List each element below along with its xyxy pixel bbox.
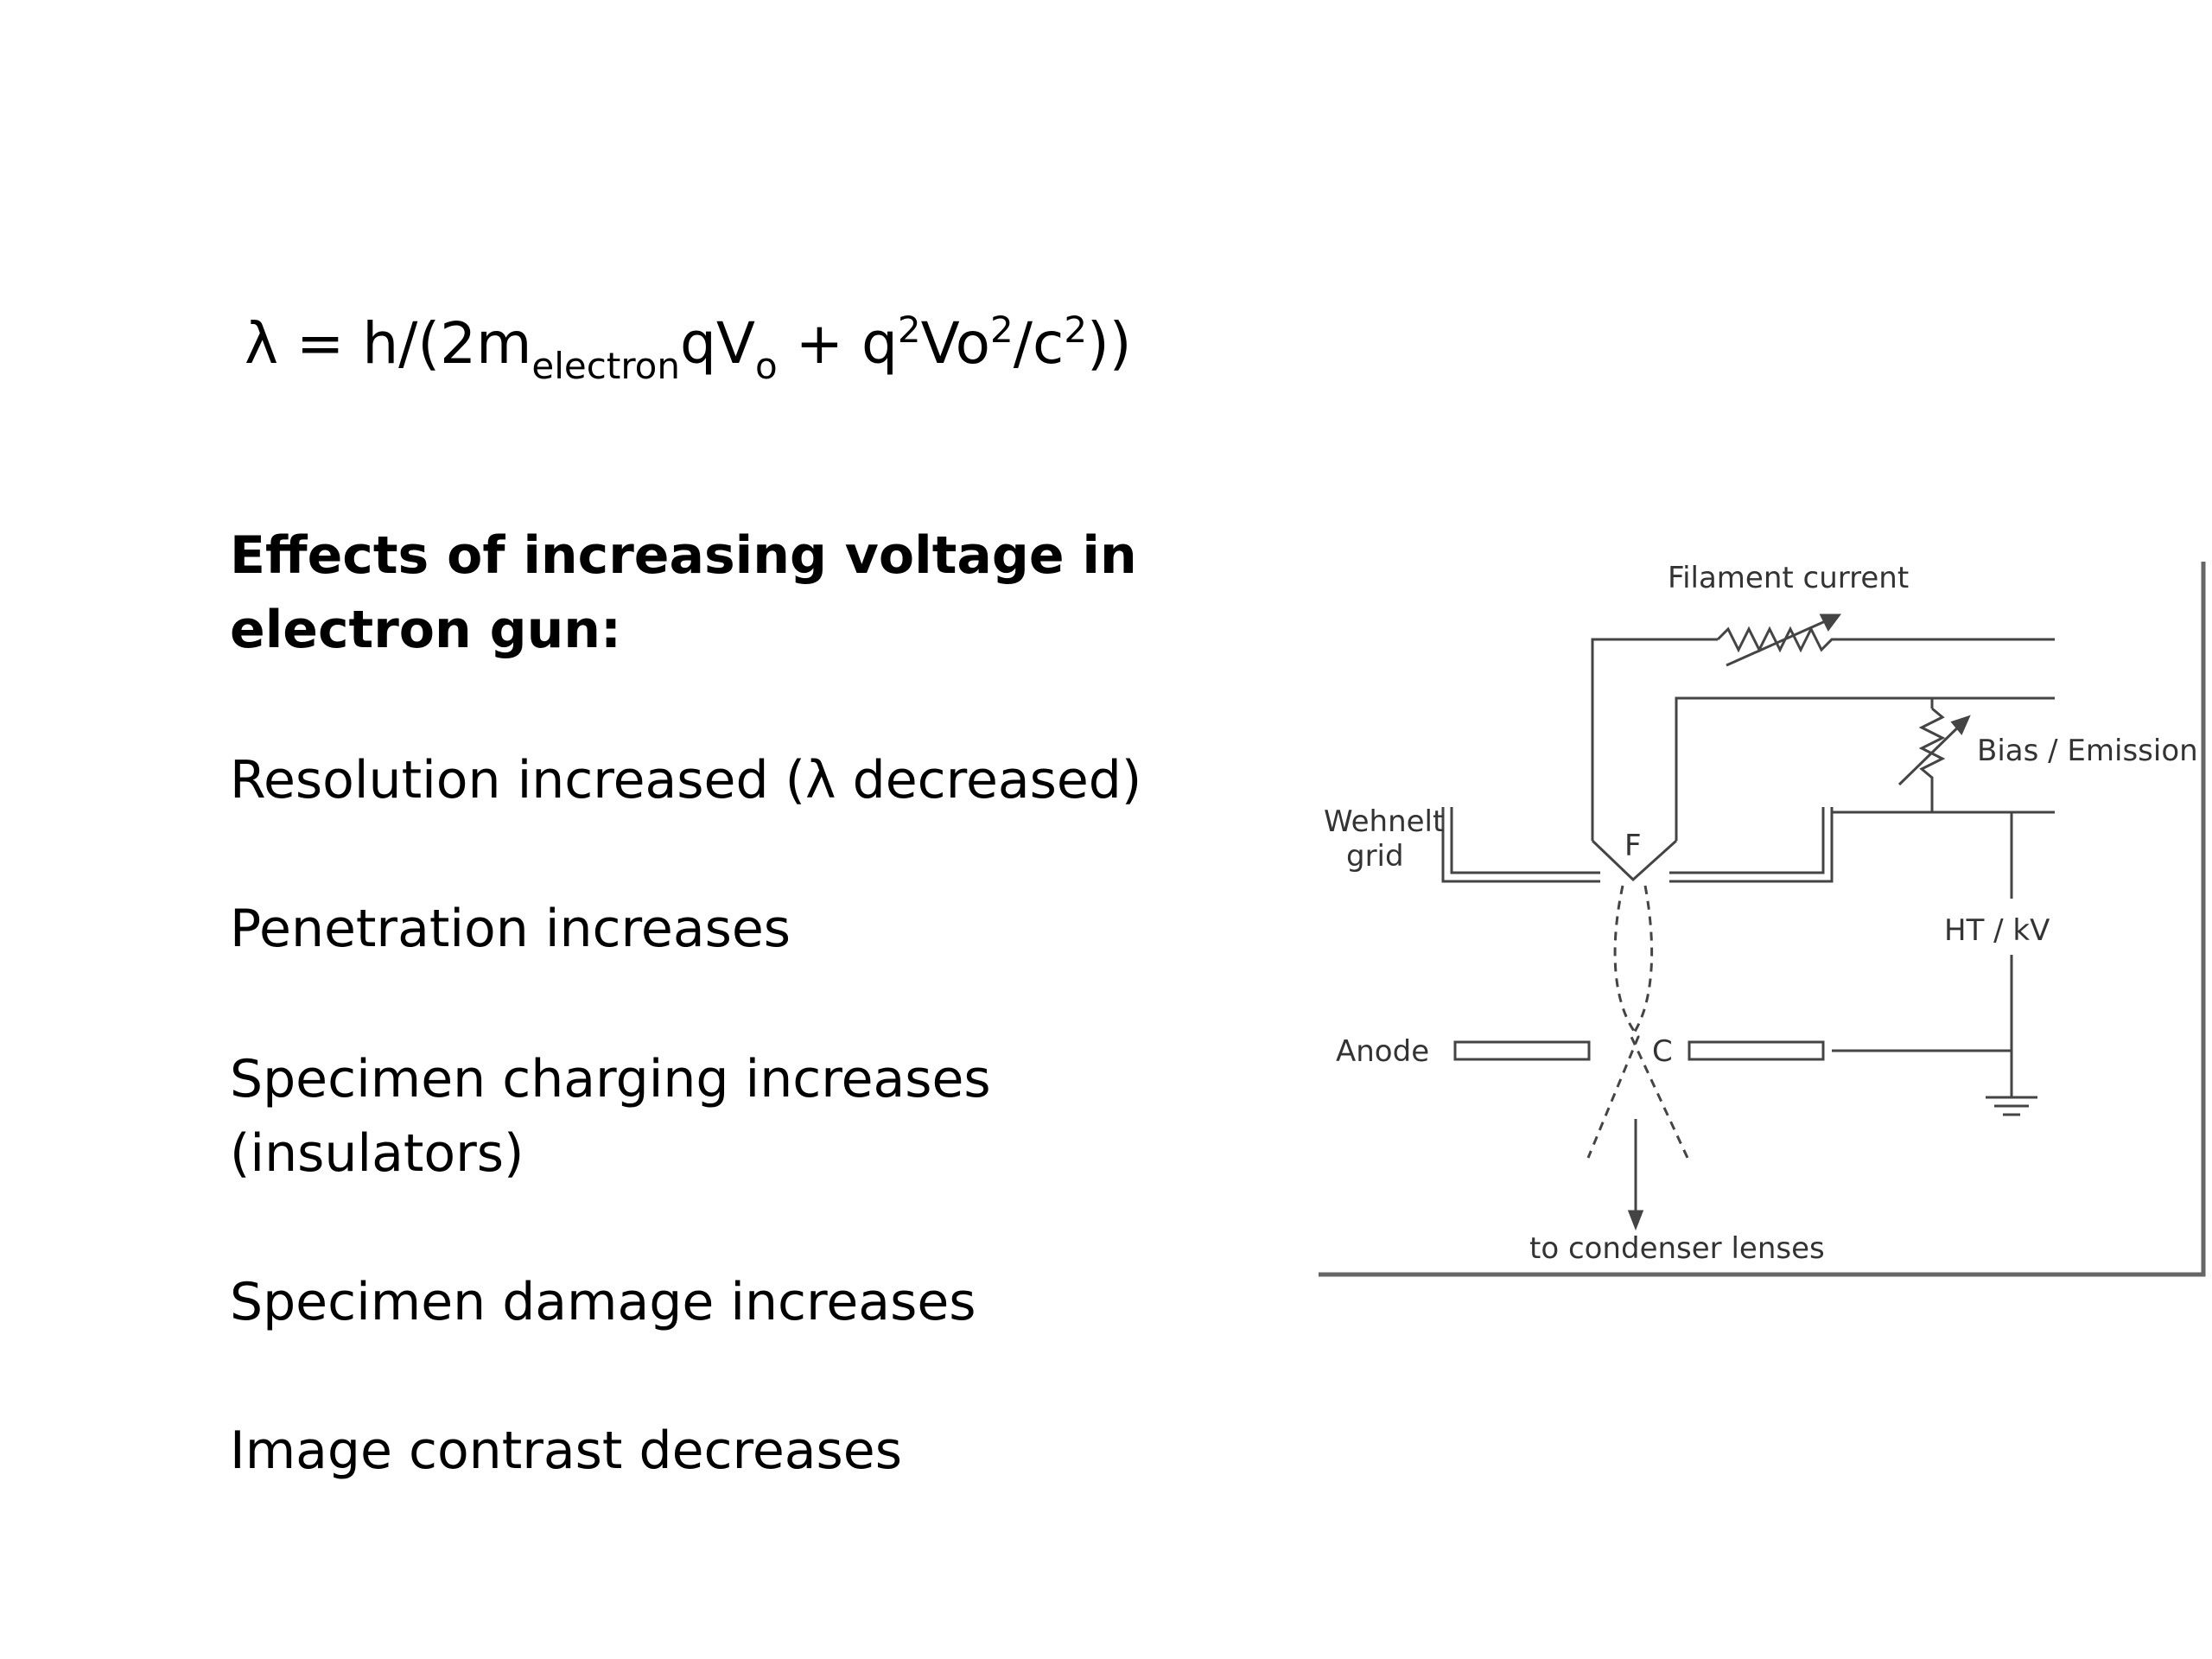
- bias-emission-label: Bias / Emission: [1977, 734, 2198, 768]
- filament-circuit-wire: [1591, 638, 1718, 841]
- wehnelt-right-cup: [1669, 807, 1834, 883]
- beam-envelope: [1630, 885, 1689, 1159]
- heading-line: Effects of increasing voltage in: [230, 525, 1137, 586]
- wehnelt-left-cup: [1441, 807, 1600, 883]
- slide-heading: Effects of increasing voltage in electro…: [230, 518, 1180, 667]
- formula-part: Vo: [920, 310, 991, 377]
- formula-part: qV: [680, 310, 756, 377]
- formula-superscript: 2: [1064, 308, 1088, 351]
- point-penetration: Penetration increases: [230, 899, 791, 959]
- wehnelt-label: grid: [1346, 839, 1404, 874]
- electron-gun-diagram: Filament current Bias / Emission Wehnelt…: [1319, 561, 2206, 1277]
- filament-arrowhead: [1819, 613, 1841, 632]
- anode-left-plate: [1453, 1040, 1591, 1061]
- point-charging-line: (insulators): [230, 1123, 524, 1184]
- bias-circuit-wire: [1675, 696, 2055, 841]
- wehnelt-right-cup-inner: [1669, 807, 1825, 874]
- wehnelt-label: Wehnelt: [1324, 804, 1444, 839]
- point-contrast: Image contrast decreases: [230, 1421, 902, 1481]
- point-resolution: Resolution increased (λ decreased): [230, 750, 1142, 810]
- filament-resistor: [1716, 626, 2055, 653]
- filament-variable-arrow: [1726, 613, 1840, 667]
- to-condenser-label: to condenser lenses: [1529, 1231, 1825, 1266]
- formula-part: + q: [777, 310, 898, 377]
- wavelength-formula: λ = h/(2melectronqVo + q2Vo2/c2)): [245, 308, 1132, 387]
- anode-right-plate: [1688, 1040, 1825, 1061]
- lambda-symbol: λ: [245, 310, 279, 377]
- formula-subscript: electron: [531, 345, 680, 387]
- filament-label: F: [1624, 829, 1642, 863]
- point-damage: Specimen damage increases: [230, 1272, 976, 1332]
- formula-part: )): [1087, 310, 1132, 377]
- beam-envelope: [1586, 885, 1640, 1159]
- filament-tip: [1591, 839, 1678, 882]
- beam-arrowhead: [1627, 1210, 1644, 1231]
- formula-superscript: 2: [897, 308, 921, 351]
- bias-resistor: [1918, 707, 1946, 812]
- formula-part: /c: [1013, 310, 1065, 377]
- bias-arrowhead: [1950, 715, 1971, 735]
- filament-current-label: Filament current: [1668, 561, 1909, 595]
- anode-label: Anode: [1336, 1034, 1429, 1069]
- formula-part: = h/(2m: [278, 310, 532, 377]
- wehnelt-left-cup-inner: [1450, 807, 1600, 874]
- crossover-label: C: [1652, 1034, 1673, 1069]
- frame-border: [1319, 562, 2206, 1277]
- point-charging-line: Specimen charging increases: [230, 1049, 991, 1109]
- point-charging: Specimen charging increases (insulators): [230, 1042, 1267, 1191]
- formula-superscript: 2: [990, 308, 1014, 351]
- heading-line: electron gun:: [230, 600, 621, 660]
- formula-subscript: o: [755, 345, 778, 387]
- ht-kv-label: HT / kV: [1944, 913, 2050, 948]
